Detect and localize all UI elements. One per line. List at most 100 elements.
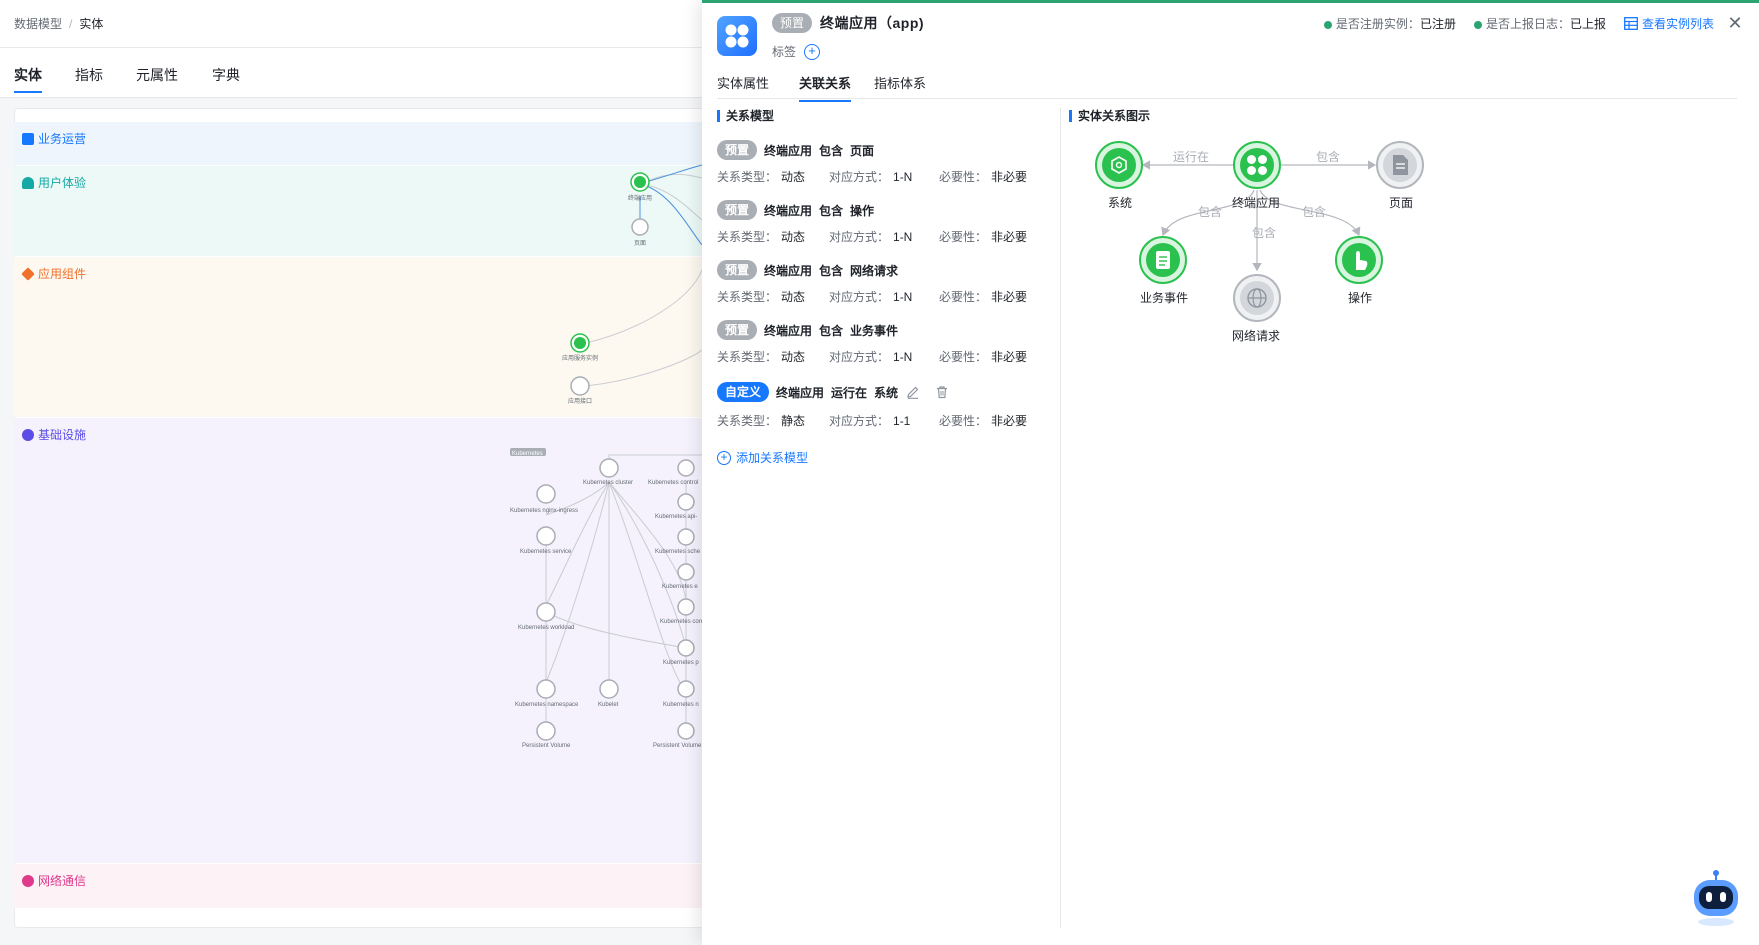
layer-app-components[interactable]: 应用组件: [14, 257, 714, 417]
add-tag-button[interactable]: +: [804, 43, 821, 60]
svg-text:系统: 系统: [1108, 196, 1132, 210]
node-label: Kubernetes n: [663, 702, 699, 708]
top-bar: [0, 0, 720, 48]
node-label: Kubernetes nginx-ingress: [510, 508, 578, 514]
layer-user-experience[interactable]: 用户体验: [14, 166, 714, 256]
node-label: Persistent Volume: [653, 743, 702, 749]
preset-tag: 预置: [717, 140, 758, 160]
tab-metrics[interactable]: 指标: [75, 67, 103, 83]
tab-dictionary[interactable]: 字典: [212, 67, 240, 83]
entity-relation-graph: 运行在 包含 包含 包含 包含 系统 终端应用 页面 业务事件: [1095, 141, 1424, 343]
status-dot-icon: [1473, 20, 1482, 29]
node-network-request[interactable]: 网络请求: [1232, 274, 1281, 343]
user-icon: [22, 176, 34, 189]
layer-title: 应用组件: [38, 267, 87, 281]
main-tabs: 实体 指标 元属性 字典: [0, 48, 720, 98]
entity-detail-drawer: 预置 终端应用（app) 标签 + 是否注册实例：已注册 是否上报日志：已上报 …: [702, 0, 1759, 945]
svg-text:网络请求: 网络请求: [1232, 328, 1280, 343]
registered-status: 是否注册实例：已注册: [1323, 15, 1456, 32]
node-label: Kubernetes p: [663, 660, 699, 666]
node-label: Kubelet: [598, 702, 619, 708]
status-dot-icon: [1323, 20, 1332, 29]
cluster-icon: [22, 428, 34, 441]
k8s-group-label: Kubernetes: [512, 451, 543, 457]
svg-text:操作: 操作: [1348, 290, 1372, 305]
close-icon[interactable]: ✕: [1727, 13, 1743, 33]
log-report-status: 是否上报日志：已上报: [1473, 15, 1606, 32]
node-label: Kubernetes api-: [655, 514, 697, 520]
layer-infrastructure[interactable]: 基础设施: [14, 418, 714, 863]
section-divider: [1060, 108, 1061, 928]
breadcrumb-item-data-model[interactable]: 数据模型: [14, 17, 63, 31]
node-label: 终端应用: [628, 194, 652, 202]
edge-label-contains-page: 包含: [1316, 149, 1340, 164]
globe-icon: [22, 874, 34, 887]
node-label: Kubernetes control: [648, 480, 698, 486]
entity-title: 终端应用（app): [820, 15, 925, 31]
node-page[interactable]: 页面: [1376, 141, 1424, 210]
edge-contains-event: [1161, 189, 1255, 237]
app-logo-icon: [717, 16, 757, 56]
breadcrumb: 数据模型/实体: [14, 17, 104, 31]
delete-icon[interactable]: [934, 384, 950, 400]
relation-model-title: 关系模型: [717, 110, 774, 122]
tab-entity[interactable]: 实体: [14, 67, 42, 93]
edge-label-contains-event: 包含: [1198, 204, 1222, 219]
edge-contains-operation: [1259, 189, 1361, 237]
svg-text:业务事件: 业务事件: [1140, 290, 1188, 305]
plus-circle-icon: +: [717, 450, 731, 465]
edge-label-contains-network: 包含: [1252, 225, 1276, 240]
custom-tag: 自定义: [717, 382, 770, 402]
node-label: Kubernetes workload: [518, 625, 574, 631]
layer-network[interactable]: 网络通信: [14, 864, 714, 908]
edge-label-run-on: 运行在: [1173, 150, 1209, 164]
node-label: 应用服务实例: [562, 354, 598, 362]
layer-title: 网络通信: [38, 874, 87, 888]
breadcrumb-item-entity: 实体: [79, 17, 104, 31]
node-operation[interactable]: 操作: [1335, 236, 1383, 305]
node-business-event[interactable]: 业务事件: [1139, 236, 1188, 305]
background-entity-graph: Kubernetes 终端应用 页面 应用服务实: [510, 164, 705, 749]
monitor-icon: [22, 132, 34, 145]
edit-icon[interactable]: [905, 384, 921, 400]
status-row: 是否注册实例：已注册 是否上报日志：已上报 查看实例列表: [1323, 15, 1714, 32]
svg-text:页面: 页面: [1389, 196, 1413, 210]
relation-graph-title: 实体关系图示: [1069, 110, 1150, 122]
tab-entity-attributes[interactable]: 实体属性: [717, 76, 770, 91]
tags-label: 标签: [772, 45, 797, 59]
drawer-tabs: 实体属性 关联关系 指标体系: [717, 67, 1737, 102]
table-icon: [1624, 17, 1638, 30]
layer-business-ops[interactable]: 业务运营: [14, 122, 714, 165]
edge-label-contains-operation: 包含: [1302, 204, 1326, 219]
node-label: 页面: [634, 240, 646, 247]
layer-title: 基础设施: [38, 428, 87, 442]
layer-title: 用户体验: [38, 176, 87, 190]
assistant-bot-icon[interactable]: [1688, 868, 1744, 928]
add-relation-model-button[interactable]: + 添加关系模型: [717, 449, 808, 466]
node-system[interactable]: 系统: [1095, 141, 1143, 210]
node-label: Persistent Volume: [522, 743, 571, 749]
node-label: Kubernetes service: [520, 549, 572, 555]
node-label: Kubernetes namespace: [515, 702, 579, 708]
node-label: Kubernetes e: [662, 584, 698, 590]
node-label: 应用接口: [568, 397, 592, 405]
preset-tag: 预置: [717, 200, 758, 220]
preset-tag: 预置: [717, 260, 758, 280]
node-label: Kubernetes sche: [655, 549, 701, 555]
tab-relations[interactable]: 关联关系: [799, 73, 852, 102]
tab-metric-system[interactable]: 指标体系: [874, 76, 927, 91]
node-label: Kubernetes core: [660, 619, 705, 625]
tab-meta-attributes[interactable]: 元属性: [136, 67, 178, 83]
node-label: Kubernetes cluster: [583, 480, 633, 486]
view-instance-list-link[interactable]: 查看实例列表: [1624, 15, 1714, 32]
svg-text:终端应用: 终端应用: [1232, 195, 1280, 210]
layer-title: 业务运营: [38, 132, 87, 146]
preset-tag: 预置: [772, 13, 813, 33]
preset-tag: 预置: [717, 320, 758, 340]
node-app[interactable]: 终端应用: [1232, 141, 1281, 210]
